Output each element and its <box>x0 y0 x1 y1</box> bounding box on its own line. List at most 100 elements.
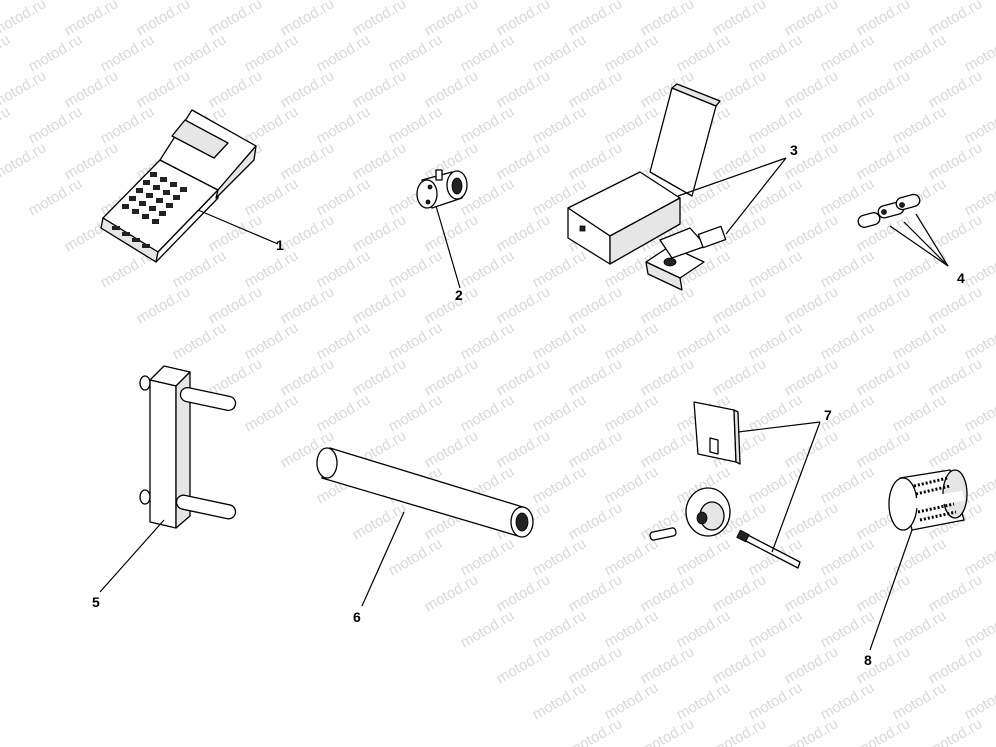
callout-1: 1 <box>276 237 284 253</box>
watermark-text: motod.ru <box>458 535 518 579</box>
watermark-text: motod.ru <box>98 103 158 147</box>
watermark-text: motod.ru <box>422 67 482 111</box>
leader-3a <box>677 157 787 197</box>
watermark-text: motod.ru <box>962 391 996 435</box>
watermark-text: motod.ru <box>962 607 996 651</box>
watermark-text: motod.ru <box>818 319 878 363</box>
pin-bushing <box>416 169 468 209</box>
watermark-text: motod.ru <box>314 103 374 147</box>
watermark-text: motod.ru <box>854 355 914 399</box>
watermark-text: motod.ru <box>386 247 446 291</box>
watermark-text: motod.ru <box>710 571 770 615</box>
watermark-text: motod.ru <box>602 607 662 651</box>
leader-3b <box>725 157 787 235</box>
watermark-text: motod.ru <box>890 607 950 651</box>
watermark-text: motod.ru <box>890 535 950 579</box>
watermark-text: motod.ru <box>458 391 518 435</box>
watermark-text: motod.ru <box>566 0 626 39</box>
watermark-text: motod.ru <box>242 319 302 363</box>
watermark-text: motod.ru <box>638 355 698 399</box>
chain-links <box>857 193 921 228</box>
watermark-text: motod.ru <box>350 0 410 39</box>
watermark-text: motod.ru <box>782 499 842 543</box>
watermark-text: motod.ru <box>350 67 410 111</box>
watermark-text: motod.ru <box>278 67 338 111</box>
watermark-text: motod.ru <box>890 31 950 75</box>
watermark-text: motod.ru <box>926 139 986 183</box>
watermark-text: motod.ru <box>782 355 842 399</box>
watermark-text: motod.ru <box>170 31 230 75</box>
watermark-text: motod.ru <box>818 535 878 579</box>
watermark-text: motod.ru <box>638 427 698 471</box>
watermark-text: motod.ru <box>530 535 590 579</box>
watermark-text: motod.ru <box>350 283 410 327</box>
watermark-text: motod.ru <box>566 427 626 471</box>
watermark-text: motod.ru <box>134 283 194 327</box>
watermark-text: motod.ru <box>638 571 698 615</box>
watermark-text: motod.ru <box>566 715 626 747</box>
long-pin <box>736 529 801 569</box>
watermark-text: motod.ru <box>962 679 996 723</box>
watermark-text: motod.ru <box>530 391 590 435</box>
watermark-text: motod.ru <box>710 715 770 747</box>
watermark-text: motod.ru <box>386 103 446 147</box>
watermark-text: motod.ru <box>746 103 806 147</box>
watermark-text: motod.ru <box>782 0 842 39</box>
watermark-text: motod.ru <box>206 283 266 327</box>
shim-plate <box>693 401 741 465</box>
watermark-text: motod.ru <box>494 283 554 327</box>
watermark-text: motod.ru <box>746 391 806 435</box>
watermark-text: motod.ru <box>602 535 662 579</box>
watermark-text: motod.ru <box>746 31 806 75</box>
watermark-text: motod.ru <box>746 679 806 723</box>
watermark-text: motod.ru <box>494 67 554 111</box>
watermark-text: motod.ru <box>854 67 914 111</box>
leader-1 <box>197 209 279 245</box>
watermark-text: motod.ru <box>314 319 374 363</box>
watermark-text: motod.ru <box>314 175 374 219</box>
leader-7a <box>737 421 821 433</box>
leader-8 <box>869 529 913 651</box>
callout-4: 4 <box>957 270 965 286</box>
watermark-text: motod.ru <box>710 283 770 327</box>
watermark-text: motod.ru <box>458 247 518 291</box>
watermark-text: motod.ru <box>26 103 86 147</box>
alignment-plate <box>139 365 237 529</box>
watermark-text: motod.ru <box>602 31 662 75</box>
watermark-text: motod.ru <box>854 0 914 39</box>
watermark-text: motod.ru <box>206 211 266 255</box>
watermark-text: motod.ru <box>494 211 554 255</box>
watermark-text: motod.ru <box>854 643 914 687</box>
watermark-text: motod.ru <box>494 355 554 399</box>
watermark-text: motod.ru <box>314 391 374 435</box>
watermark-text: motod.ru <box>926 211 986 255</box>
watermark-text: motod.ru <box>350 139 410 183</box>
watermark-text: motod.ru <box>530 31 590 75</box>
watermark-text: motod.ru <box>710 67 770 111</box>
watermark-text: motod.ru <box>0 139 49 183</box>
watermark-text: motod.ru <box>818 103 878 147</box>
watermark-text: motod.ru <box>962 319 996 363</box>
watermark-text: motod.ru <box>170 319 230 363</box>
watermark-text: motod.ru <box>926 643 986 687</box>
watermark-text: motod.ru <box>674 31 734 75</box>
watermark-text: motod.ru <box>710 0 770 39</box>
watermark-text: motod.ru <box>674 607 734 651</box>
long-tube <box>316 447 534 538</box>
watermark-text: motod.ru <box>98 31 158 75</box>
watermark-text: motod.ru <box>458 607 518 651</box>
watermark-text: motod.ru <box>782 427 842 471</box>
watermark-text: motod.ru <box>278 355 338 399</box>
watermark-text: motod.ru <box>278 211 338 255</box>
watermark-text: motod.ru <box>602 679 662 723</box>
watermark-text: motod.ru <box>926 715 986 747</box>
watermark-text: motod.ru <box>566 283 626 327</box>
leader-2 <box>435 205 461 289</box>
watermark-text: motod.ru <box>62 139 122 183</box>
watermark-text: motod.ru <box>746 607 806 651</box>
leader-5 <box>99 519 165 593</box>
watermark-text: motod.ru <box>134 67 194 111</box>
watermark-text: motod.ru <box>0 0 49 39</box>
